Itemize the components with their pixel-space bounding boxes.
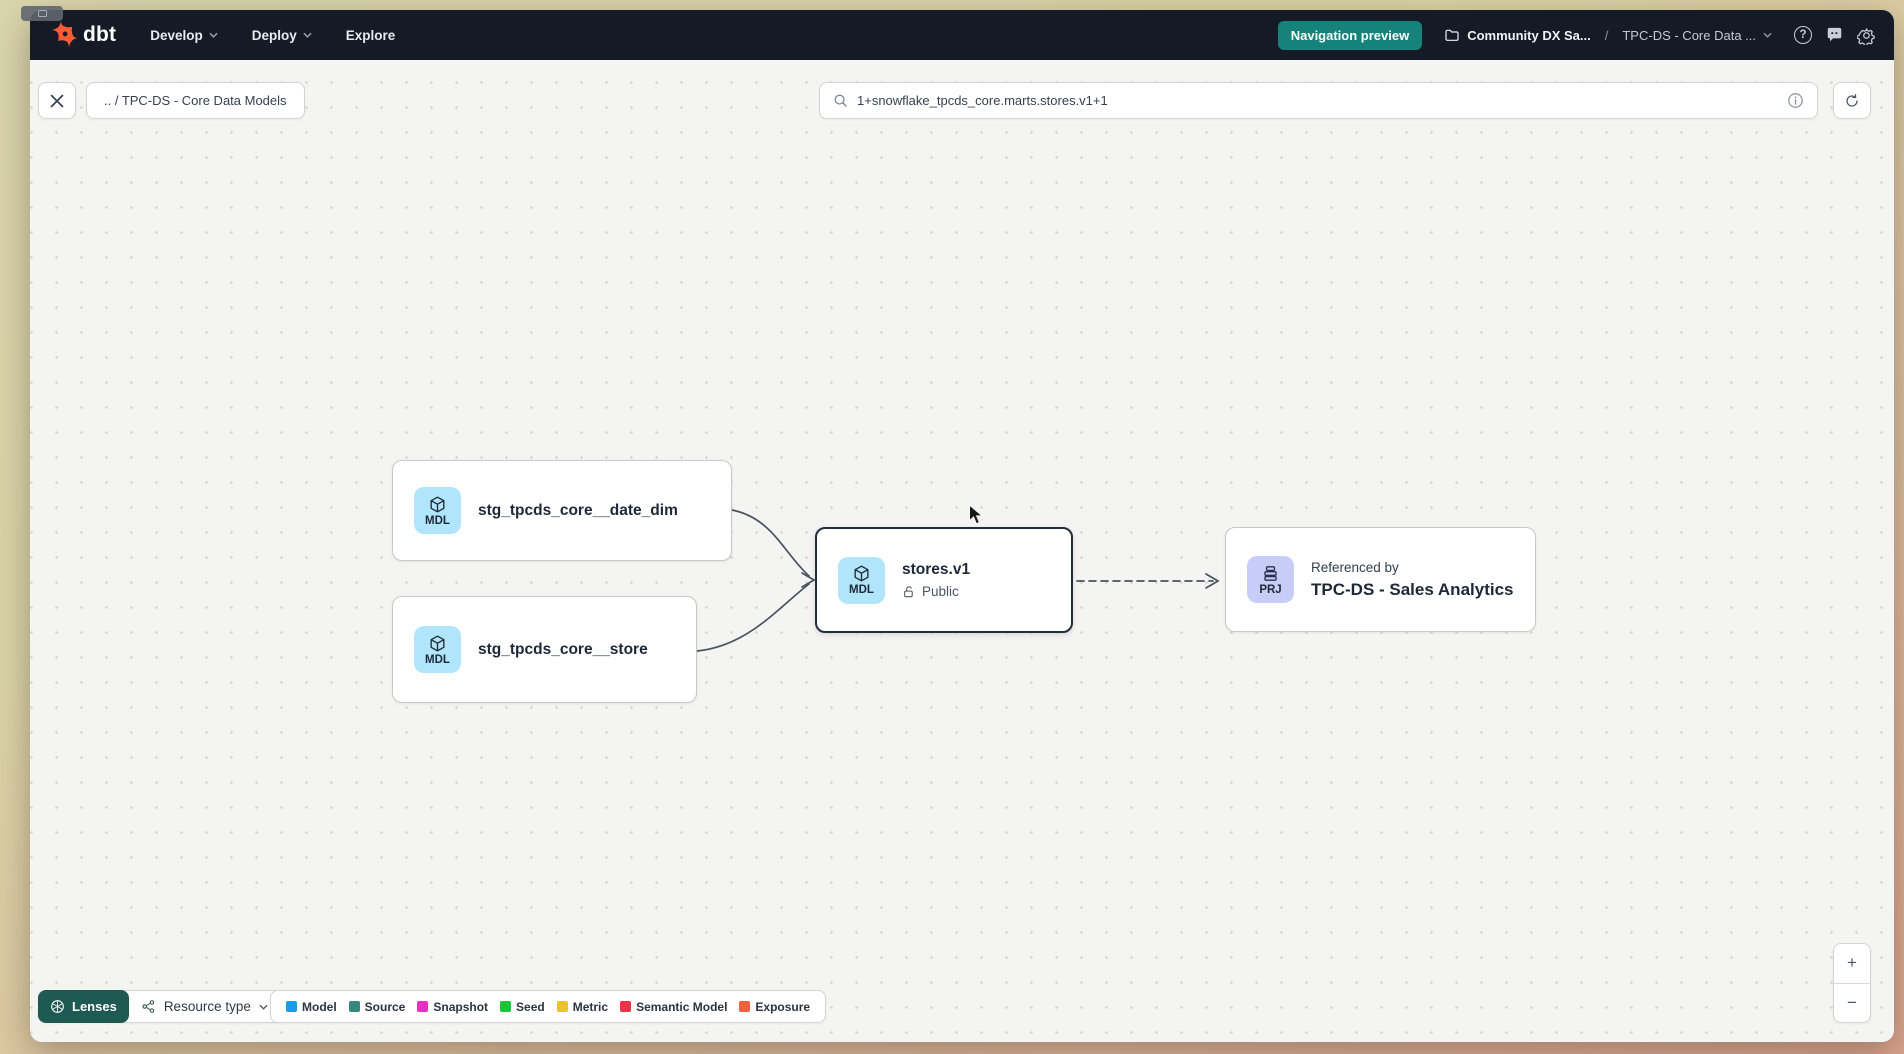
dbt-logo[interactable]: dbt — [50, 22, 116, 49]
legend-swatch — [417, 1001, 428, 1012]
model-badge: MDL — [414, 487, 461, 534]
chevron-down-icon — [209, 32, 218, 38]
refresh-icon — [1844, 93, 1860, 109]
project-stack-icon — [1261, 564, 1280, 583]
legend-item-seed: Seed — [500, 1000, 545, 1014]
top-navbar: dbt Develop Deploy Explore Navigation pr… — [30, 10, 1894, 60]
legend-item-snapshot: Snapshot — [417, 1000, 488, 1014]
chevron-down-icon — [1763, 32, 1772, 38]
node-stg-tpcds-core-store[interactable]: MDL stg_tpcds_core__store — [392, 596, 697, 703]
legend-item-semantic-model: Semantic Model — [620, 1000, 727, 1014]
lock-open-icon — [902, 585, 916, 599]
info-icon — [1787, 92, 1804, 109]
resource-type-legend: Model Source Snapshot Seed Metric Semant… — [270, 990, 826, 1023]
folder-icon — [1444, 27, 1460, 43]
referenced-by-label: Referenced by — [1311, 560, 1514, 575]
screen-capture-indicator — [21, 6, 63, 21]
node-stg-tpcds-core-date-dim[interactable]: MDL stg_tpcds_core__date_dim — [392, 460, 732, 561]
legend-item-source: Source — [349, 1000, 406, 1014]
navigation-preview-badge[interactable]: Navigation preview — [1278, 21, 1422, 50]
lenses-toolbar: Lenses Resource type — [38, 990, 282, 1023]
access-level: Public — [902, 584, 970, 599]
node-title: stg_tpcds_core__store — [478, 641, 648, 659]
cube-icon — [852, 564, 871, 583]
legend-item-model: Model — [286, 1000, 337, 1014]
close-icon — [50, 94, 64, 108]
lenses-button[interactable]: Lenses — [38, 990, 129, 1023]
menu-develop[interactable]: Develop — [150, 28, 218, 43]
main-menu: Develop Deploy Explore — [150, 28, 395, 43]
node-referenced-by-project[interactable]: PRJ Referenced by TPC-DS - Sales Analyti… — [1225, 527, 1536, 632]
project-selector[interactable]: TPC-DS - Core Data ... — [1622, 28, 1772, 43]
cube-icon — [428, 634, 447, 653]
legend-swatch — [620, 1001, 631, 1012]
search-input[interactable]: 1+snowflake_tpcds_core.marts.stores.v1+1 — [857, 93, 1108, 108]
app-window: dbt Develop Deploy Explore Navigation pr… — [30, 10, 1894, 1042]
node-stores-v1[interactable]: MDL stores.v1 Public — [815, 527, 1073, 633]
legend-item-metric: Metric — [557, 1000, 608, 1014]
capture-icon — [38, 10, 47, 17]
legend-swatch — [500, 1001, 511, 1012]
settings-gear-icon[interactable] — [1857, 26, 1876, 45]
zoom-in-button[interactable]: + — [1834, 944, 1870, 983]
zoom-controls: + − — [1833, 943, 1871, 1023]
account-breadcrumb[interactable]: Community DX Sa... — [1444, 27, 1591, 43]
legend-item-exposure: Exposure — [739, 1000, 810, 1014]
breadcrumb-separator: / — [1605, 28, 1609, 43]
legend-swatch — [739, 1001, 750, 1012]
search-icon — [833, 93, 848, 108]
resource-type-dropdown[interactable]: Resource type — [128, 991, 281, 1022]
lineage-search-bar[interactable]: 1+snowflake_tpcds_core.marts.stores.v1+1 — [819, 82, 1818, 119]
node-title: stg_tpcds_core__date_dim — [478, 502, 678, 520]
refresh-lineage-button[interactable] — [1833, 82, 1871, 119]
search-info-icon[interactable] — [1787, 92, 1804, 109]
node-title: stores.v1 — [902, 561, 970, 579]
legend-swatch — [557, 1001, 568, 1012]
legend-swatch — [349, 1001, 360, 1012]
breadcrumb[interactable]: .. / TPC-DS - Core Data Models — [86, 82, 305, 119]
cube-icon — [428, 495, 447, 514]
project-badge: PRJ — [1247, 556, 1294, 603]
node-title: TPC-DS - Sales Analytics — [1311, 580, 1514, 600]
resource-type-icon — [141, 999, 156, 1014]
model-badge: MDL — [838, 557, 885, 604]
legend-swatch — [286, 1001, 297, 1012]
navbar-right: Navigation preview Community DX Sa... / … — [1278, 21, 1876, 50]
lenses-aperture-icon — [50, 999, 65, 1014]
chevron-down-icon — [303, 32, 312, 38]
dbt-logo-text: dbt — [83, 23, 116, 47]
feedback-chat-icon[interactable] — [1825, 26, 1844, 44]
navbar-icon-group: ? — [1794, 26, 1876, 45]
menu-deploy[interactable]: Deploy — [252, 28, 312, 43]
help-icon[interactable]: ? — [1794, 26, 1812, 44]
dbt-logo-icon — [50, 22, 77, 49]
zoom-out-button[interactable]: − — [1834, 983, 1870, 1023]
menu-explore[interactable]: Explore — [346, 28, 396, 43]
model-badge: MDL — [414, 626, 461, 673]
close-lineage-button[interactable] — [38, 82, 76, 119]
chevron-down-icon — [259, 1004, 268, 1010]
